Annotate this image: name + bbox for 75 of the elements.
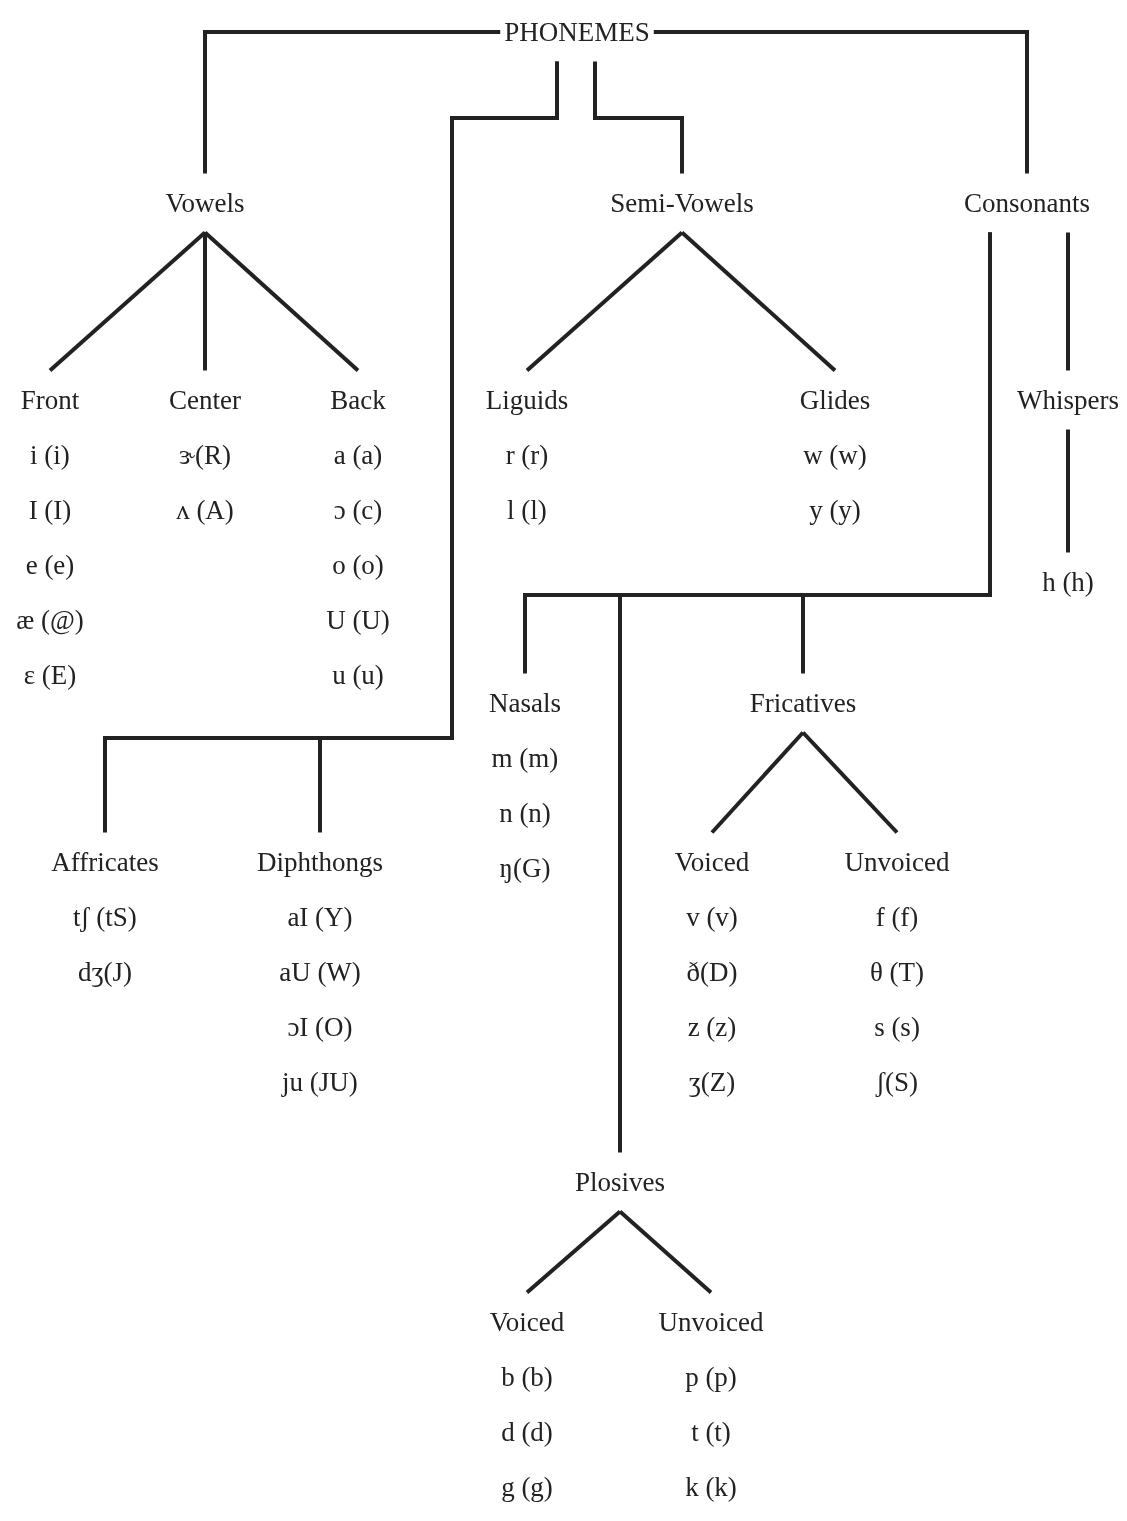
- phoneme-label: u (u): [332, 658, 384, 692]
- phoneme-label: z (z): [687, 1010, 737, 1044]
- category-heading: Glides: [799, 383, 871, 417]
- category-heading: Unvoiced: [658, 1305, 764, 1339]
- category-heading: Unvoiced: [844, 845, 950, 879]
- phoneme-label: a (a): [333, 438, 383, 472]
- phoneme-label: e (e): [25, 548, 75, 582]
- connector-line: [203, 30, 501, 174]
- phoneme-label: ɔI (O): [287, 1010, 353, 1044]
- connector-line: [1066, 429, 1070, 553]
- phoneme-label: ʌ (A): [176, 493, 234, 527]
- phoneme-label: ŋ(G): [499, 851, 551, 885]
- category-label: h (h): [1042, 565, 1094, 599]
- phoneme-label: n (n): [499, 796, 551, 830]
- phoneme-label: g (g): [501, 1470, 553, 1504]
- phoneme-label: f (f): [875, 900, 919, 934]
- connector-line: [318, 61, 559, 833]
- phoneme-label: θ (T): [869, 955, 925, 989]
- phoneme-label: v (v): [686, 900, 738, 934]
- category-heading: Nasals: [489, 686, 561, 720]
- phoneme-label: o (o): [332, 548, 384, 582]
- connector-line: [593, 61, 684, 174]
- phoneme-label: I (I): [28, 493, 72, 527]
- connector-line: [525, 231, 684, 372]
- category-heading: Center: [169, 383, 241, 417]
- phoneme-label: dʒ(J): [78, 955, 132, 989]
- phoneme-label: d (d): [501, 1415, 553, 1449]
- category-heading: Back: [330, 383, 386, 417]
- category-label: Consonants: [964, 186, 1090, 220]
- phoneme-label: ʃ(S): [876, 1065, 918, 1099]
- connector-line: [203, 232, 207, 371]
- phoneme-label: ɛ (E): [23, 658, 77, 692]
- category-label: Whispers: [1017, 383, 1119, 417]
- phoneme-label: ɔ (c): [333, 493, 383, 527]
- category-heading: Affricates: [51, 845, 159, 879]
- connector-line: [801, 731, 899, 834]
- phoneme-label: ð(D): [686, 955, 738, 989]
- phoneme-label: b (b): [501, 1360, 553, 1394]
- category-label: Semi-Vowels: [610, 186, 754, 220]
- phoneme-label: ʒ(Z): [688, 1065, 736, 1099]
- category-label: Fricatives: [749, 686, 857, 720]
- phoneme-label: y (y): [809, 493, 861, 527]
- connector-line: [801, 232, 992, 674]
- category-label: Plosives: [575, 1165, 665, 1199]
- phoneme-label: r (r): [505, 438, 549, 472]
- phoneme-label: aU (W): [279, 955, 361, 989]
- connector-line: [618, 1210, 713, 1294]
- category-heading: Voiced: [674, 845, 750, 879]
- connector-line: [680, 231, 837, 372]
- phoneme-label: ɝ(R): [179, 438, 231, 472]
- connector-line: [710, 731, 805, 834]
- category-heading: Liguids: [485, 383, 569, 417]
- phoneme-label: U (U): [326, 603, 390, 637]
- phoneme-label: p (p): [685, 1360, 737, 1394]
- connector-line: [525, 1210, 622, 1294]
- category-heading: Voiced: [489, 1305, 565, 1339]
- connector-line: [203, 231, 360, 372]
- phoneme-label: t (t): [691, 1415, 731, 1449]
- phoneme-label: w (w): [803, 438, 867, 472]
- phoneme-label: l (l): [507, 493, 547, 527]
- category-heading: Diphthongs: [257, 845, 383, 879]
- phoneme-label: i (i): [30, 438, 70, 472]
- category-label: Vowels: [165, 186, 245, 220]
- phoneme-label: m (m): [491, 741, 559, 775]
- category-label: PHONEMES: [504, 15, 650, 49]
- category-heading: Front: [20, 383, 80, 417]
- connector-line: [48, 231, 207, 372]
- connector-line: [1066, 232, 1070, 371]
- phoneme-label: tʃ (tS): [73, 900, 137, 934]
- phoneme-label: ju (JU): [282, 1065, 358, 1099]
- connector-line: [653, 30, 1029, 174]
- phoneme-label: aI (Y): [287, 900, 353, 934]
- phoneme-label: s (s): [874, 1010, 920, 1044]
- phoneme-label: æ (@): [16, 603, 84, 637]
- phoneme-label: k (k): [685, 1470, 737, 1504]
